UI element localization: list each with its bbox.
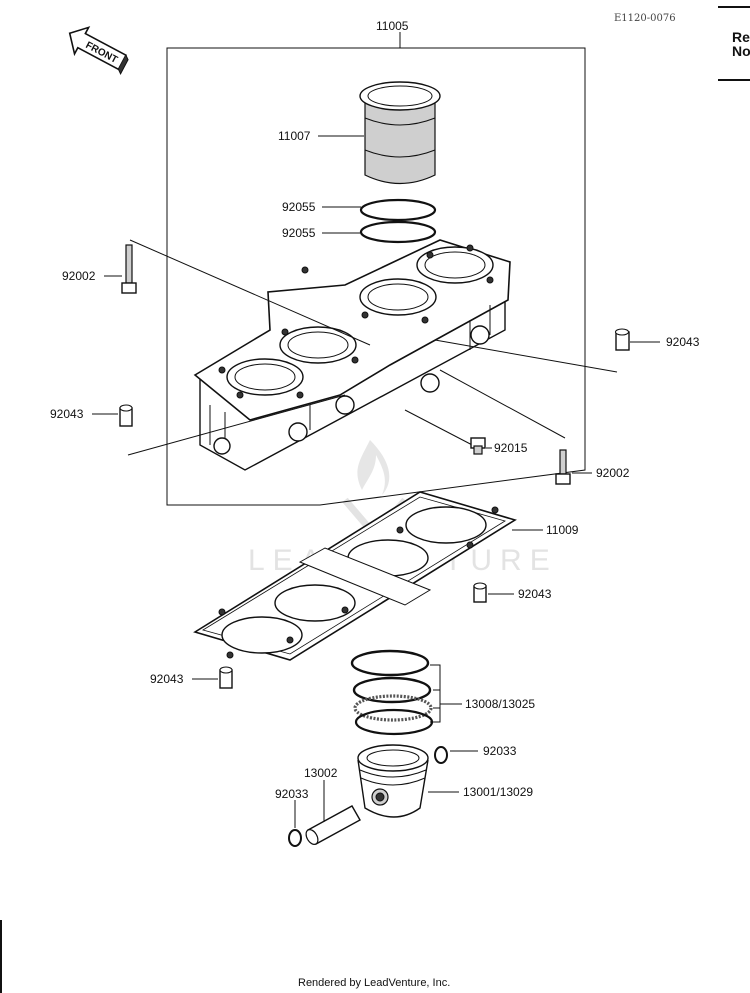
piston-rings xyxy=(350,649,434,736)
footer-text: Rendered by LeadVenture, Inc. xyxy=(298,977,450,989)
head-gasket xyxy=(193,491,517,661)
label-92002-left: 92002 xyxy=(62,269,96,283)
label-13001-13029: 13001/13029 xyxy=(463,785,533,799)
label-11005: 11005 xyxy=(376,19,409,33)
circlip-left xyxy=(288,829,302,847)
label-92015: 92015 xyxy=(494,441,528,455)
label-13002: 13002 xyxy=(304,766,338,780)
dowel-left xyxy=(119,404,133,427)
o-ring-upper xyxy=(359,198,437,222)
label-11007: 11007 xyxy=(278,129,311,143)
label-92043-gasket-right: 92043 xyxy=(518,587,552,601)
dowel-gasket-left xyxy=(219,666,233,689)
cylinder-assembly-box xyxy=(166,47,586,506)
label-92033-right: 92033 xyxy=(483,744,517,758)
label-92043-right: 92043 xyxy=(666,335,700,349)
piston xyxy=(357,744,429,818)
bolt-right xyxy=(555,449,571,485)
label-92055-lower: 92055 xyxy=(282,226,316,240)
header-fragment-no: No xyxy=(732,43,750,59)
bolt-left xyxy=(121,244,137,294)
dowel-right xyxy=(615,328,630,351)
piston-pin xyxy=(305,805,361,845)
diagram-reference: E1120-0076 xyxy=(614,13,676,24)
dowel-gasket-right xyxy=(473,582,487,603)
label-11009: 11009 xyxy=(546,523,579,537)
label-92043-gasket-left: 92043 xyxy=(150,672,184,686)
circlip-right xyxy=(434,746,448,764)
label-92002-right: 92002 xyxy=(596,466,630,480)
cylinder-liner xyxy=(359,81,441,184)
label-13008-13025: 13008/13025 xyxy=(465,697,535,711)
label-92033-left: 92033 xyxy=(275,787,309,801)
o-ring-lower xyxy=(359,220,437,244)
front-arrow-icon: FRONT xyxy=(68,26,129,75)
label-92055-upper: 92055 xyxy=(282,200,316,214)
cylinder-block xyxy=(193,239,511,471)
plug xyxy=(470,437,486,455)
label-92043-left: 92043 xyxy=(50,407,84,421)
header-fragment-re: Re xyxy=(732,29,750,45)
